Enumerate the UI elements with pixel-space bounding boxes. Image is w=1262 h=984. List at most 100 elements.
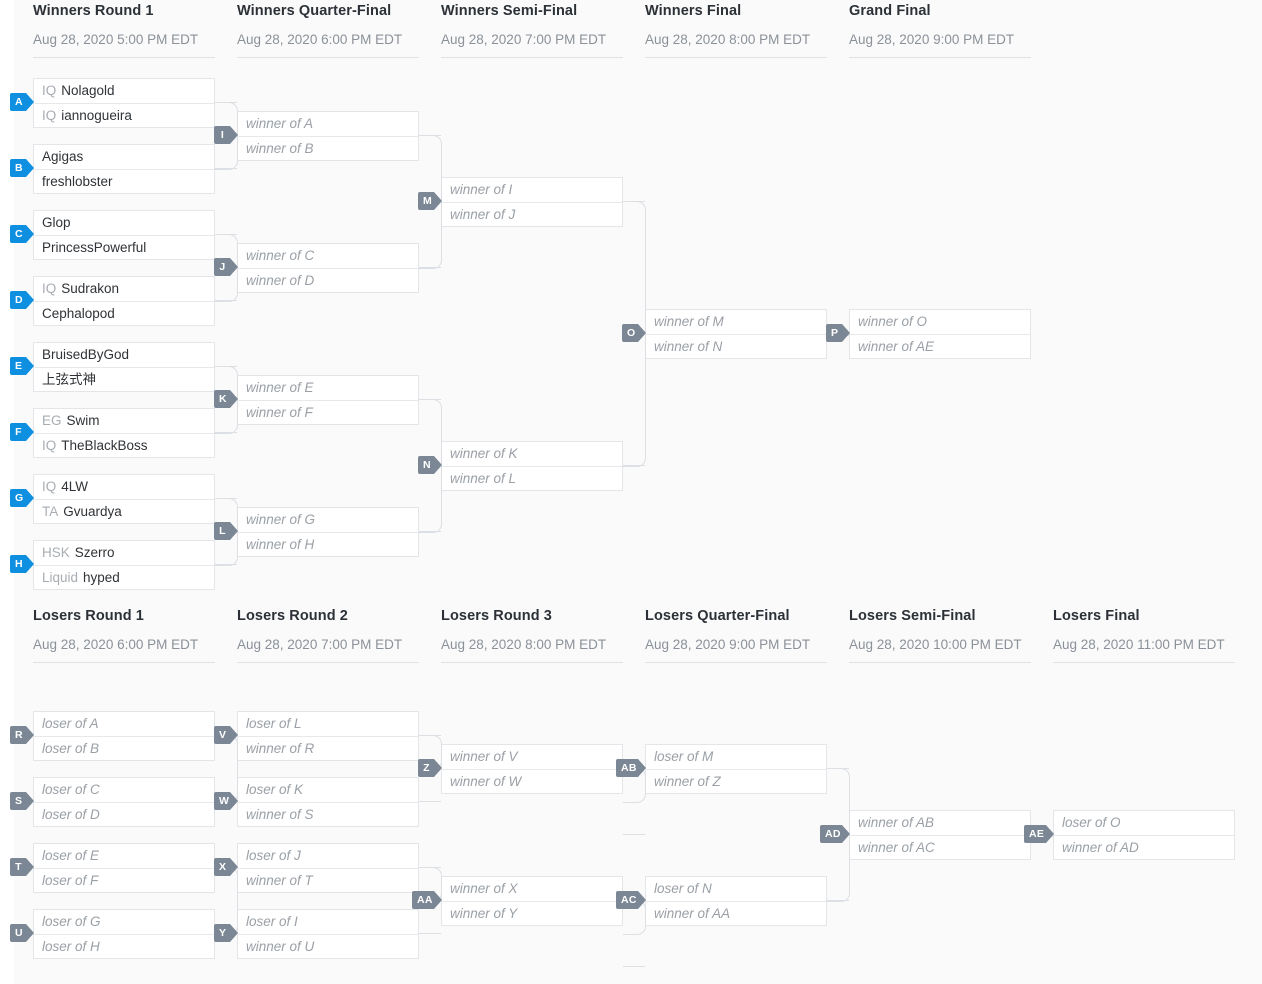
match-slot[interactable]: loser of E <box>34 844 214 868</box>
match-slot[interactable]: winner of AA <box>646 901 826 925</box>
match-slot[interactable]: winner of AE <box>850 334 1030 358</box>
match-slot[interactable]: loser of K <box>238 778 418 802</box>
match-slot[interactable]: winner of B <box>238 136 418 160</box>
match-slot[interactable]: Glop <box>34 211 214 235</box>
match-slot[interactable]: winner of O <box>850 310 1030 334</box>
match-slot[interactable]: loser of D <box>34 802 214 826</box>
match-slot[interactable]: winner of T <box>238 868 418 892</box>
match-slot[interactable]: winner of V <box>442 745 622 769</box>
match-slot[interactable]: winner of H <box>238 532 418 556</box>
match-slot[interactable]: winner of E <box>238 376 418 400</box>
match-slot[interactable]: winner of K <box>442 442 622 466</box>
match-slot[interactable]: loser of J <box>238 844 418 868</box>
match-slot[interactable]: 上弦式神 <box>34 367 214 391</box>
match-slot[interactable]: winner of F <box>238 400 418 424</box>
match-slot[interactable]: Agigas <box>34 145 214 169</box>
match-slot[interactable]: loser of B <box>34 736 214 760</box>
match-slot[interactable]: winner of D <box>238 268 418 292</box>
match-slot[interactable]: winner of AC <box>850 835 1030 859</box>
match-slot[interactable]: loser of I <box>238 910 418 934</box>
match-slot[interactable]: winner of AB <box>850 811 1030 835</box>
match-slot[interactable]: winner of R <box>238 736 418 760</box>
match-slot[interactable]: loser of C <box>34 778 214 802</box>
match-slot[interactable]: winner of S <box>238 802 418 826</box>
match-slot[interactable]: winner of Y <box>442 901 622 925</box>
match-slot[interactable]: winner of M <box>646 310 826 334</box>
match-slot[interactable]: PrincessPowerful <box>34 235 214 259</box>
match-slot[interactable]: loser of A <box>34 712 214 736</box>
match-slot[interactable]: winner of L <box>442 466 622 490</box>
match-slot[interactable]: winner of A <box>238 112 418 136</box>
match-slot[interactable]: winner of N <box>646 334 826 358</box>
match-slot[interactable]: BruisedByGod <box>34 343 214 367</box>
match-slot[interactable]: winner of U <box>238 934 418 958</box>
match-slot[interactable]: loser of H <box>34 934 214 958</box>
match-slot[interactable]: winner of AD <box>1054 835 1234 859</box>
match-slot[interactable]: winner of Z <box>646 769 826 793</box>
match-slot[interactable]: winner of G <box>238 508 418 532</box>
match-slot[interactable]: loser of G <box>34 910 214 934</box>
match-slot[interactable]: loser of N <box>646 877 826 901</box>
match-slot[interactable]: winner of I <box>442 178 622 202</box>
match-slot[interactable]: loser of M <box>646 745 826 769</box>
match-slot[interactable]: winner of W <box>442 769 622 793</box>
match-slot[interactable]: Cephalopod <box>34 301 214 325</box>
match-slot[interactable]: loser of O <box>1054 811 1234 835</box>
match-slot[interactable]: loser of L <box>238 712 418 736</box>
